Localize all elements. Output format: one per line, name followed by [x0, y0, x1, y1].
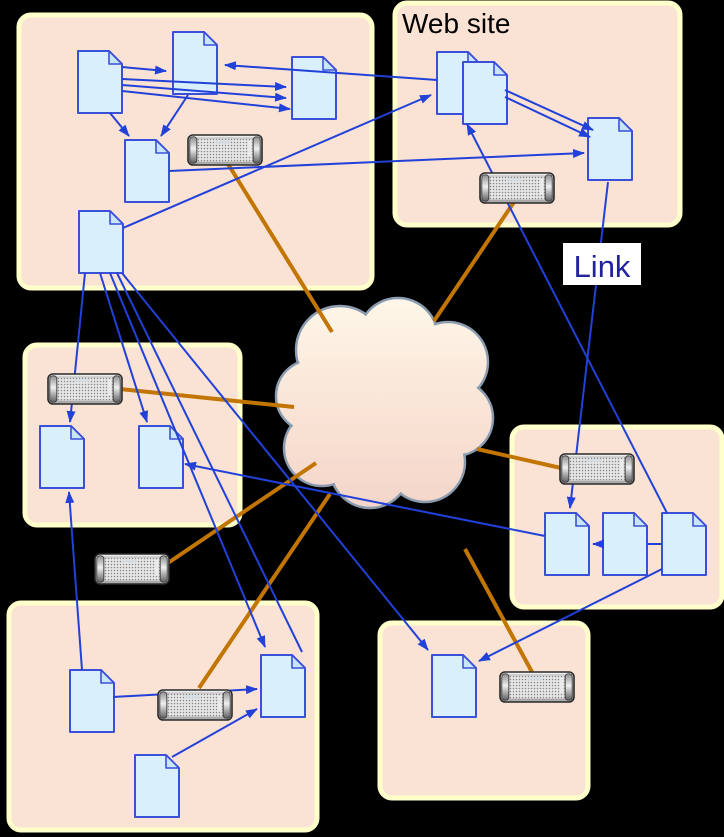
document-icon [78, 210, 124, 274]
server-icon [47, 373, 123, 405]
server-link [476, 447, 562, 470]
document-icon [69, 669, 115, 733]
server-link [226, 162, 334, 334]
document-icon [587, 117, 633, 181]
site-box-bottom-mid [377, 620, 591, 801]
server-link [119, 387, 295, 409]
document-icon [544, 512, 590, 576]
server-icon [559, 453, 635, 485]
document-icon [462, 61, 508, 125]
link-arrow [121, 90, 291, 113]
document-icon [260, 654, 306, 718]
link-arrow [121, 78, 287, 91]
server-link [463, 548, 534, 673]
link-arrow [168, 148, 585, 172]
link-arrow [184, 461, 546, 537]
link-arrow [121, 272, 429, 651]
server-icon [187, 134, 263, 166]
document-icon [661, 512, 707, 576]
internet-cloud-icon [274, 296, 495, 510]
server-link [197, 492, 332, 690]
link-label-text: Link [574, 249, 631, 284]
link-arrow [478, 568, 663, 662]
link-arrow [504, 89, 594, 131]
server-link [432, 200, 516, 323]
document-icon [291, 56, 337, 120]
document-icon [431, 654, 477, 718]
document-icon [134, 754, 180, 818]
document-icon [602, 512, 648, 576]
link-arrow [504, 96, 591, 138]
web-site-label: Web site [402, 8, 510, 39]
link-arrow [171, 708, 258, 758]
document-icon [77, 50, 123, 114]
server-icon [157, 689, 233, 721]
link-arrow [109, 112, 130, 137]
link-label: Link [563, 243, 641, 285]
link-label-background [563, 243, 641, 285]
server-icon [499, 671, 575, 703]
link-arrow [121, 65, 167, 75]
link-arrow [109, 272, 266, 648]
link-arrow [224, 61, 438, 81]
link-arrow [116, 272, 303, 653]
link-arrow [121, 84, 287, 102]
server-icon [479, 172, 555, 204]
link-arrow [160, 94, 189, 137]
link-arrow [65, 491, 83, 671]
link-arrow [122, 94, 432, 229]
link-arrow [99, 272, 148, 423]
document-icon [124, 139, 170, 203]
document-icon [172, 31, 218, 95]
server-icon [94, 553, 170, 585]
document-icon [39, 425, 85, 489]
